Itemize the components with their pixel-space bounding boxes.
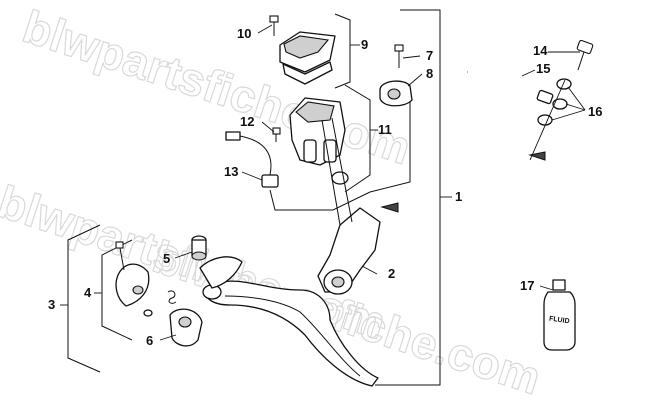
arrow-marker-hose (528, 151, 546, 161)
callout-4: 4 (84, 285, 92, 300)
banjo-bolt-14 (576, 39, 594, 71)
callout-3: 3 (48, 297, 55, 312)
callout-numbers: 1 2 3 4 5 6 7 8 9 10 11 12 13 14 15 16 1… (48, 26, 602, 348)
bracket-lines-center (269, 85, 411, 211)
arrow-marker-right (380, 202, 399, 213)
callout-1: 1 (455, 189, 462, 204)
screw-10 (269, 15, 279, 36)
callout-14: 14 (533, 43, 548, 58)
bracket-3 (67, 224, 101, 373)
callout-8: 8 (426, 66, 433, 81)
brake-lever (199, 256, 379, 387)
watermark-text-top: blwpartsfiche.com (17, 0, 417, 174)
callout-16: 16 (588, 104, 602, 119)
callout-15: 15 (536, 61, 550, 76)
callout-2: 2 (388, 266, 395, 281)
adjuster-4 (115, 241, 177, 317)
callout-5: 5 (163, 251, 170, 266)
master-cylinder-body (289, 97, 349, 185)
hose-axis-line (529, 79, 566, 161)
callout-17: 17 (520, 278, 534, 293)
leader-lines (159, 24, 586, 341)
callout-12: 12 (240, 114, 254, 129)
reservoir-cap (279, 31, 336, 85)
fluid-bottle-label: FLUID (549, 315, 570, 325)
callout-7: 7 (426, 48, 433, 63)
bracket-9 (334, 13, 351, 89)
bracket-1 (375, 9, 441, 386)
brake-switch-13 (225, 131, 279, 188)
callout-11: 11 (378, 122, 392, 137)
pivot-block-6 (169, 308, 203, 347)
pin-5 (191, 235, 207, 261)
callout-10: 10 (237, 26, 251, 41)
lever-perch-2 (317, 117, 381, 295)
fluid-bottle-17: FLUID (543, 279, 576, 351)
brake-hose-15 (467, 70, 554, 105)
callout-13: 13 (224, 164, 238, 179)
screw-12 (272, 127, 281, 142)
clamp-8 (379, 80, 413, 107)
callout-9: 9 (361, 37, 368, 52)
callout-6: 6 (146, 333, 153, 348)
screw-7 (394, 44, 404, 68)
bracket-11 (344, 84, 371, 193)
